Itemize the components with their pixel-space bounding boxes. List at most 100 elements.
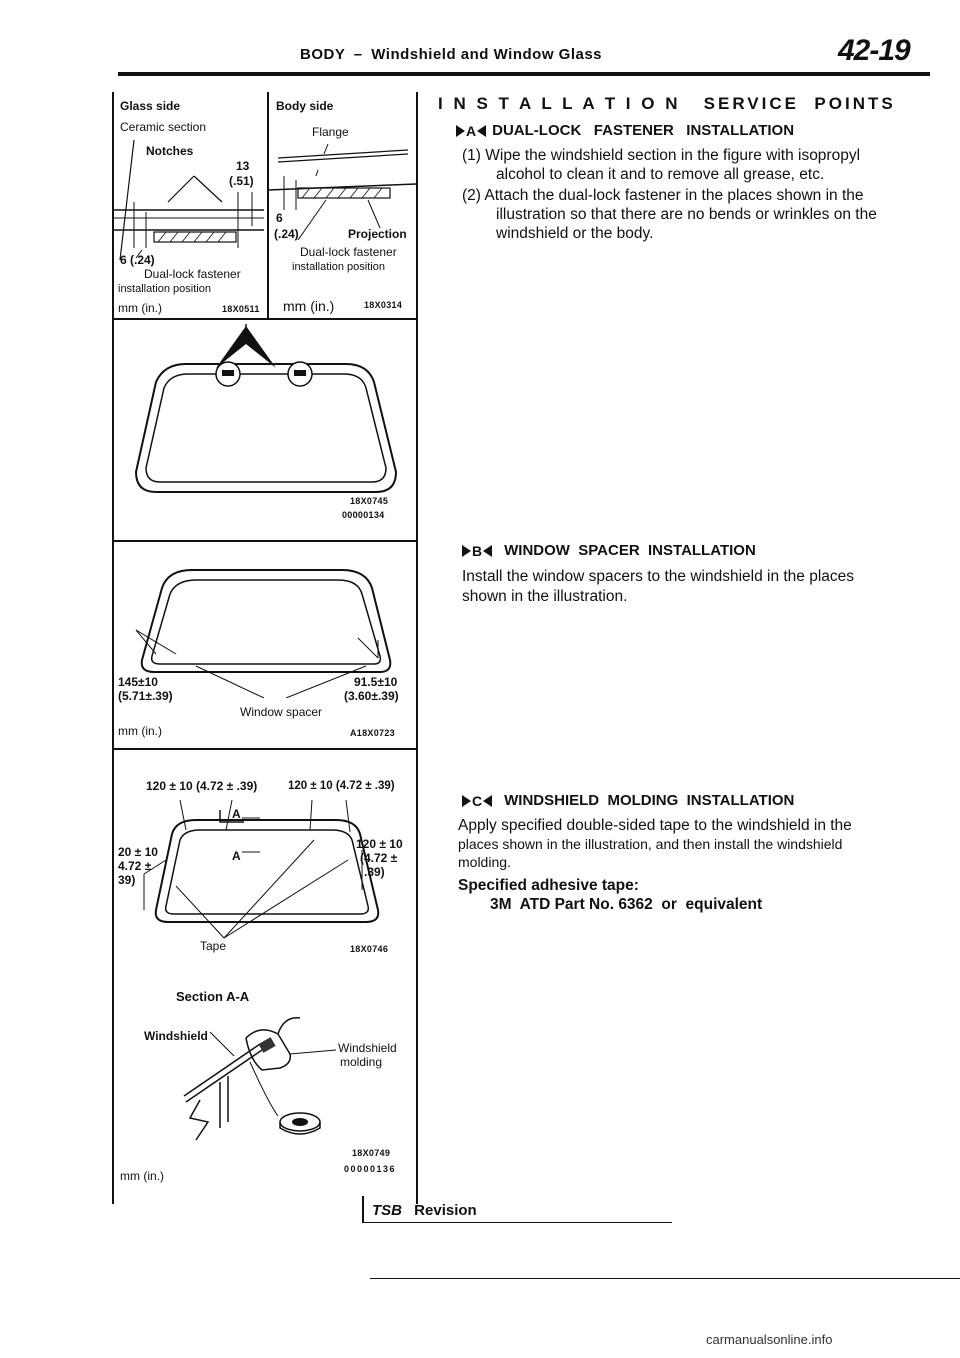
section-b-heading-row: B WINDOW SPACER INSTALLATION <box>462 542 756 559</box>
section-aa-diagram <box>183 1017 337 1141</box>
window-spacer-diagram <box>135 569 392 698</box>
body-fastener-line2: installation position <box>292 261 385 273</box>
section-a-step2-line2: illustration so that there are no bends … <box>496 206 877 223</box>
arrow-left-icon <box>483 794 493 807</box>
dim-051: (.51) <box>229 174 254 188</box>
watermark-text: carmanualsonline.info <box>706 1332 833 1347</box>
tape-section-a-bottom: A <box>232 849 241 863</box>
section-b-key: B <box>472 542 483 559</box>
spacer-left-dim: 145±10 <box>118 675 158 689</box>
tape-top-left-dim: 120 ± 10 (4.72 ± .39) <box>146 779 258 793</box>
page-number: 42-19 <box>838 34 911 67</box>
section-c-marker: C <box>462 792 493 809</box>
notches-label: Notches <box>146 144 194 158</box>
molding-label-l1: Windshield <box>338 1041 397 1055</box>
section-a-step1-line1: (1) Wipe the windshield section in the f… <box>462 147 861 164</box>
section-windshield-label: Windshield <box>144 1029 208 1043</box>
header-dash: – <box>353 46 363 63</box>
dim-6-024-glass: 6 (.24) <box>120 253 155 267</box>
tape-right-dim-l1: 120 ± 10 <box>356 837 403 851</box>
tsb-label: TSB <box>372 1202 402 1219</box>
specified-tape-value: 3M ATD Part No. 6362 or equivalent <box>490 896 763 913</box>
glass-figure-code: 18X0511 <box>222 304 260 314</box>
tape-top-right-dim: 120 ± 10 (4.72 ± .39) <box>288 780 395 792</box>
section-aa-title: Section A-A <box>176 989 250 1004</box>
figure-column-divider <box>416 92 418 1204</box>
glass-side-heading: Glass side <box>120 99 181 113</box>
spacer-left-dim-in: (5.71±.39) <box>118 689 173 703</box>
tape-diagram <box>143 799 380 939</box>
spacer-right-dim-in: (3.60±.39) <box>344 689 399 703</box>
section-a-step1-line2: alcohol to clean it and to remove all gr… <box>496 166 825 183</box>
section-code-1: 18X0749 <box>352 1148 391 1158</box>
glass-fastener-line1: Dual-lock fastener <box>144 267 241 281</box>
flange-label: Flange <box>312 125 349 139</box>
section-b-heading: WINDOW SPACER INSTALLATION <box>504 542 756 559</box>
section-c-heading: WINDSHIELD MOLDING INSTALLATION <box>504 792 795 809</box>
tape-section-a-top: A <box>232 807 241 821</box>
glass-fastener-line2: installation position <box>118 283 211 295</box>
tape-left-dim-l1: 20 ± 10 <box>118 845 158 859</box>
left-figure-border <box>112 92 114 1204</box>
windshield-overview-diagram <box>134 324 398 493</box>
dim-13: 13 <box>236 159 250 173</box>
tsb-revision-footer: TSB Revision <box>372 1202 477 1219</box>
section-c-heading-row: C WINDSHIELD MOLDING INSTALLATION <box>462 792 794 809</box>
overview-code-2: 00000134 <box>342 510 385 520</box>
tape-right-dim-l2: (4.72 ± <box>360 851 398 865</box>
section-code-2: 00000136 <box>344 1164 397 1174</box>
glass-unit-label: mm (in.) <box>118 301 162 315</box>
tape-label: Tape <box>200 939 227 953</box>
dim-024-body: (.24) <box>274 227 299 241</box>
molding-label-l2: molding <box>340 1055 383 1069</box>
section-a-marker: A <box>456 122 487 139</box>
window-spacer-label: Window spacer <box>240 705 323 719</box>
header-rule <box>118 72 930 76</box>
section-c-body-line3: molding. <box>458 854 511 870</box>
header-title: Windshield and Window Glass <box>371 46 603 63</box>
arrow-right-icon <box>462 794 471 807</box>
body-unit-label: mm (in.) <box>283 298 335 314</box>
dual-lock-split-line <box>267 92 269 318</box>
section-c-body-line2: places shown in the illustration, and th… <box>458 836 843 852</box>
arrow-left-icon <box>477 124 487 137</box>
section-b-body-line1: Install the window spacers to the windsh… <box>462 568 855 585</box>
section-a-heading-row: A DUAL-LOCK FASTENER INSTALLATION <box>456 122 794 139</box>
specified-tape-label: Specified adhesive tape: <box>458 877 639 894</box>
installation-service-points-title: I N S T A L L A T I O N SERVICE POINTS <box>438 94 896 113</box>
body-fastener-line1: Dual-lock fastener <box>300 245 397 259</box>
body-side-diagram <box>268 143 416 240</box>
section-unit-label: mm (in.) <box>120 1169 164 1183</box>
section-a-step2-line3: windshield or the body. <box>496 225 654 242</box>
section-c-body-line1: Apply specified double-sided tape to the… <box>458 817 852 834</box>
tape-figure-code: 18X0746 <box>350 944 389 954</box>
projection-label: Projection <box>348 227 407 241</box>
bottom-rule <box>370 1278 960 1279</box>
page-header-title: BODY – Windshield and Window Glass <box>300 46 602 63</box>
footer-frame <box>362 1196 672 1223</box>
spacer-unit-label: mm (in.) <box>118 724 162 738</box>
arrow-right-icon <box>462 544 471 557</box>
body-side-heading: Body side <box>276 99 334 113</box>
arrow-right-icon <box>456 124 465 137</box>
tape-left-dim-l3: 39) <box>118 873 136 887</box>
tape-left-dim-l2: 4.72 ± <box>118 859 152 873</box>
figure-separator-3 <box>112 748 418 750</box>
dim-6-body: 6 <box>276 211 283 225</box>
revision-label: Revision <box>414 1202 477 1219</box>
overview-code-1: 18X0745 <box>350 496 389 506</box>
section-a-key: A <box>466 122 477 139</box>
figure-separator-2 <box>112 540 418 542</box>
section-a-step2-line1: (2) Attach the dual-lock fastener in the… <box>462 187 864 204</box>
section-c-key: C <box>472 792 483 809</box>
section-a-heading: DUAL-LOCK FASTENER INSTALLATION <box>492 122 795 139</box>
ceramic-section-label: Ceramic section <box>120 120 207 134</box>
glass-side-diagram <box>114 139 264 260</box>
section-b-marker: B <box>462 542 493 559</box>
spacer-figure-code: A18X0723 <box>350 728 395 738</box>
header-section: BODY <box>300 46 346 63</box>
spacer-right-dim: 91.5±10 <box>354 675 398 689</box>
section-b-body-line2: shown in the illustration. <box>462 588 628 605</box>
arrow-left-icon <box>483 544 493 557</box>
figure-separator-1 <box>112 318 418 320</box>
